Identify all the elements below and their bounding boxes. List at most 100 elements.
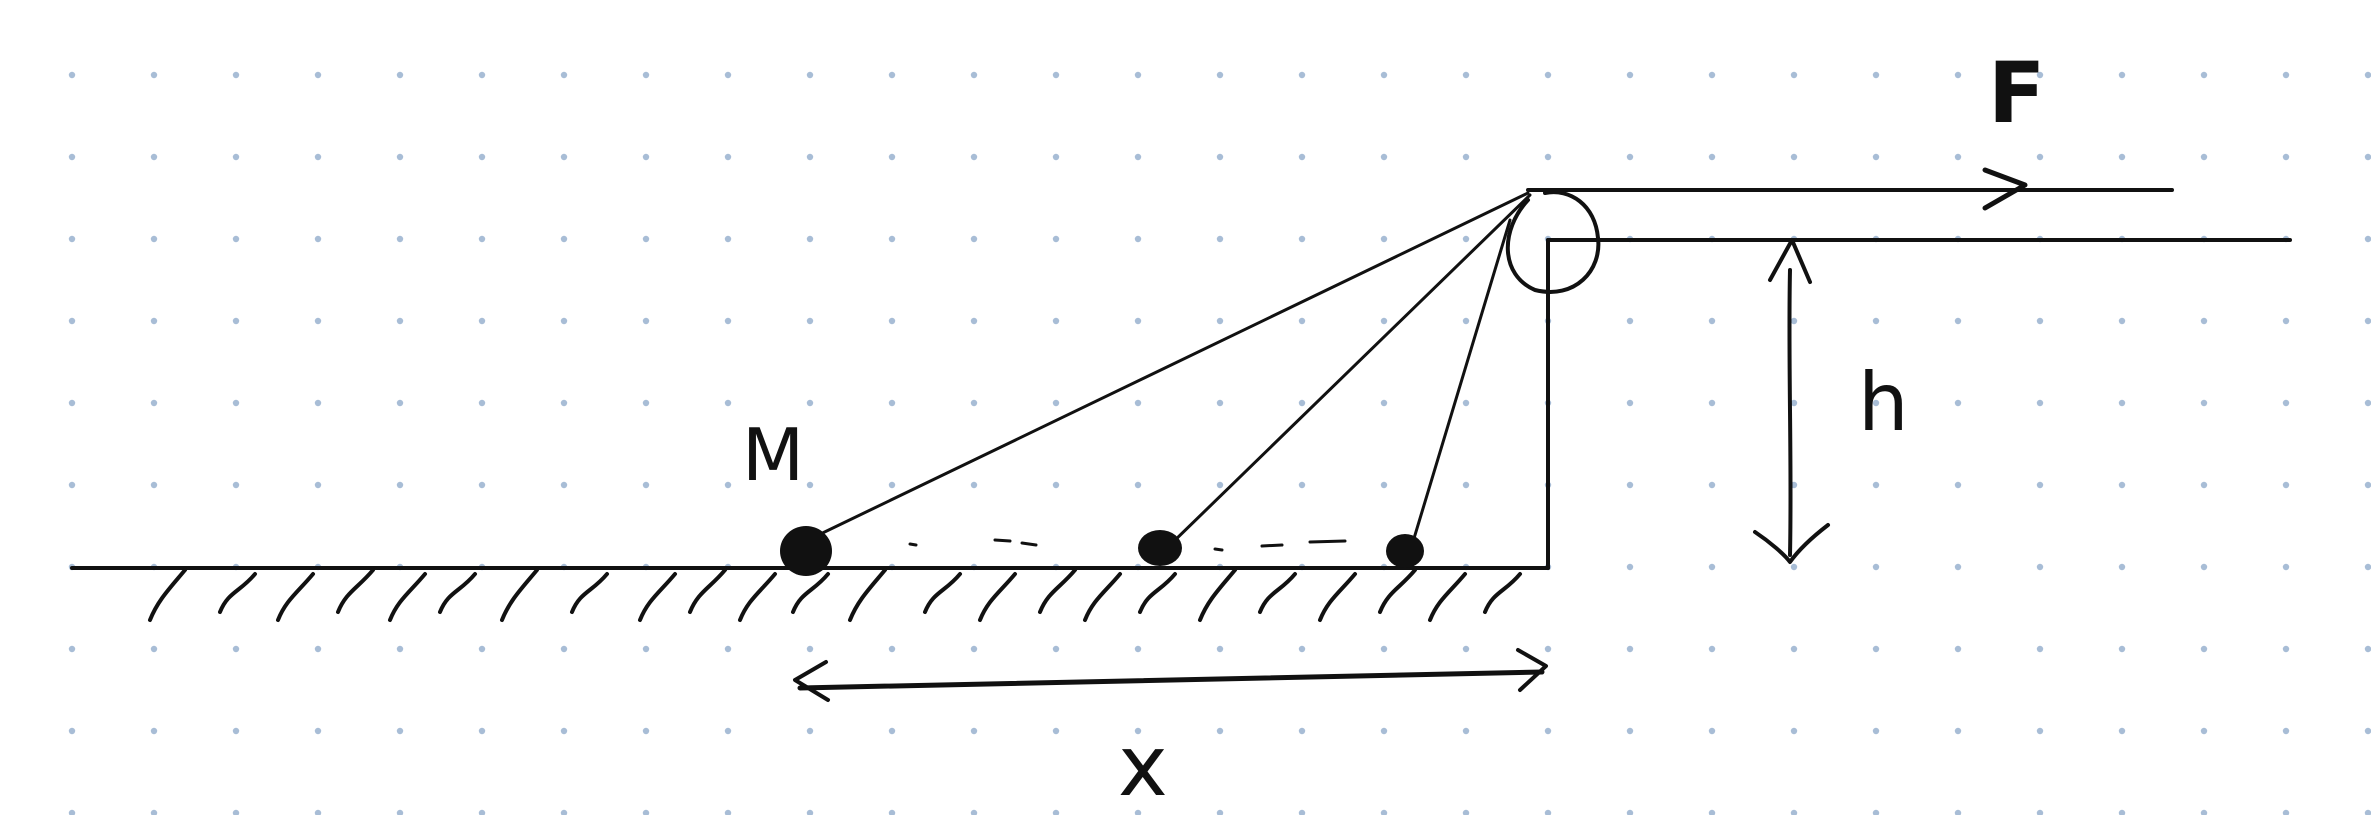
grid-dot — [232, 235, 240, 243]
hatch-mark — [1083, 572, 1122, 622]
grid-dot — [1298, 153, 1306, 161]
grid-dot — [1790, 645, 1798, 653]
force-arrowhead — [1982, 167, 2028, 211]
grid-dot — [1790, 153, 1798, 161]
grid-dot — [642, 809, 650, 815]
grid-dot — [2364, 563, 2371, 571]
grid-dot — [2118, 399, 2126, 407]
grid-dot — [2200, 727, 2208, 735]
height-arrow-top-head — [1768, 238, 1812, 284]
grid-dot — [560, 71, 568, 79]
grid-dot — [1380, 235, 1388, 243]
grid-dot — [1216, 645, 1224, 653]
grid-dot — [68, 317, 76, 325]
grid-dot — [1790, 399, 1798, 407]
hatch-mark — [638, 572, 677, 622]
grid-dot — [1216, 153, 1224, 161]
grid-dot — [1708, 153, 1716, 161]
mass-position-3 — [1386, 534, 1424, 568]
grid-dot — [2364, 71, 2371, 79]
grid-dot — [1134, 317, 1142, 325]
grid-dot — [314, 645, 322, 653]
grid-dot — [1626, 317, 1634, 325]
grid-dot — [1216, 399, 1224, 407]
grid-dot — [970, 153, 978, 161]
grid-dot — [724, 71, 732, 79]
grid-dot — [1790, 71, 1798, 79]
grid-dot — [724, 153, 732, 161]
grid-dot — [888, 399, 896, 407]
grid-dot — [1708, 481, 1716, 489]
grid-dot — [478, 645, 486, 653]
grid-dot — [2036, 317, 2044, 325]
grid-dot — [1462, 399, 1470, 407]
grid-dot — [1462, 317, 1470, 325]
grid-dot — [2282, 727, 2290, 735]
grid-dot — [232, 399, 240, 407]
grid-dot — [1134, 727, 1142, 735]
grid-dot — [1954, 317, 1962, 325]
grid-dot — [478, 727, 486, 735]
grid-dot — [2036, 399, 2044, 407]
grid-dot — [1052, 399, 1060, 407]
grid-dot — [806, 235, 814, 243]
grid-dot — [232, 481, 240, 489]
grid-dot — [1298, 317, 1306, 325]
grid-dot — [1954, 563, 1962, 571]
grid-dot — [396, 317, 404, 325]
grid-dot — [1052, 481, 1060, 489]
grid-dot — [560, 727, 568, 735]
grid-dot — [2200, 809, 2208, 815]
distance-arrow-shaft — [797, 669, 1545, 691]
grid-dot — [724, 809, 732, 815]
mass-positions — [780, 526, 1424, 576]
grid-dot — [396, 727, 404, 735]
rope-position-2 — [1168, 193, 1532, 547]
grid-dot — [1380, 481, 1388, 489]
grid-dot — [2118, 317, 2126, 325]
grid-dot — [1216, 235, 1224, 243]
grid-dot — [1626, 399, 1634, 407]
grid-dot — [2118, 153, 2126, 161]
grid-dot — [2282, 563, 2290, 571]
grid-dot — [478, 481, 486, 489]
grid-dot — [1052, 317, 1060, 325]
grid-dot — [2364, 399, 2371, 407]
height-arrow-bottom-head — [1753, 523, 1830, 564]
grid-dot — [724, 399, 732, 407]
grid-dot — [1708, 317, 1716, 325]
hatch-mark — [570, 572, 609, 614]
grid-dot — [1052, 235, 1060, 243]
grid-dot — [1134, 645, 1142, 653]
grid-dot — [1216, 317, 1224, 325]
hatch-mark — [738, 572, 777, 622]
grid-dot — [2036, 153, 2044, 161]
grid-dot — [2036, 727, 2044, 735]
pulley-wheel — [1505, 190, 1601, 294]
grid-dot — [642, 481, 650, 489]
grid-dot — [970, 71, 978, 79]
dash — [1308, 539, 1347, 544]
distance-arrow — [793, 648, 1548, 702]
grid-dot — [642, 71, 650, 79]
ground-hatching — [148, 568, 1522, 622]
grid-dot — [806, 481, 814, 489]
grid-dot — [1462, 727, 1470, 735]
grid-dot — [724, 481, 732, 489]
grid-dot — [1790, 809, 1798, 815]
height-arrow-shaft — [1787, 268, 1793, 557]
grid-dot — [1708, 399, 1716, 407]
grid-dot — [560, 317, 568, 325]
grid-dot — [1708, 71, 1716, 79]
grid-dot — [2282, 399, 2290, 407]
grid-dot — [888, 727, 896, 735]
grid-dot — [724, 317, 732, 325]
grid-dot — [806, 317, 814, 325]
grid-dot — [1708, 809, 1716, 815]
grid-dot — [68, 727, 76, 735]
grid-dot — [478, 317, 486, 325]
grid-dot — [2118, 481, 2126, 489]
grid-dot — [150, 71, 158, 79]
grid-dot — [1298, 481, 1306, 489]
grid-dot — [314, 71, 322, 79]
